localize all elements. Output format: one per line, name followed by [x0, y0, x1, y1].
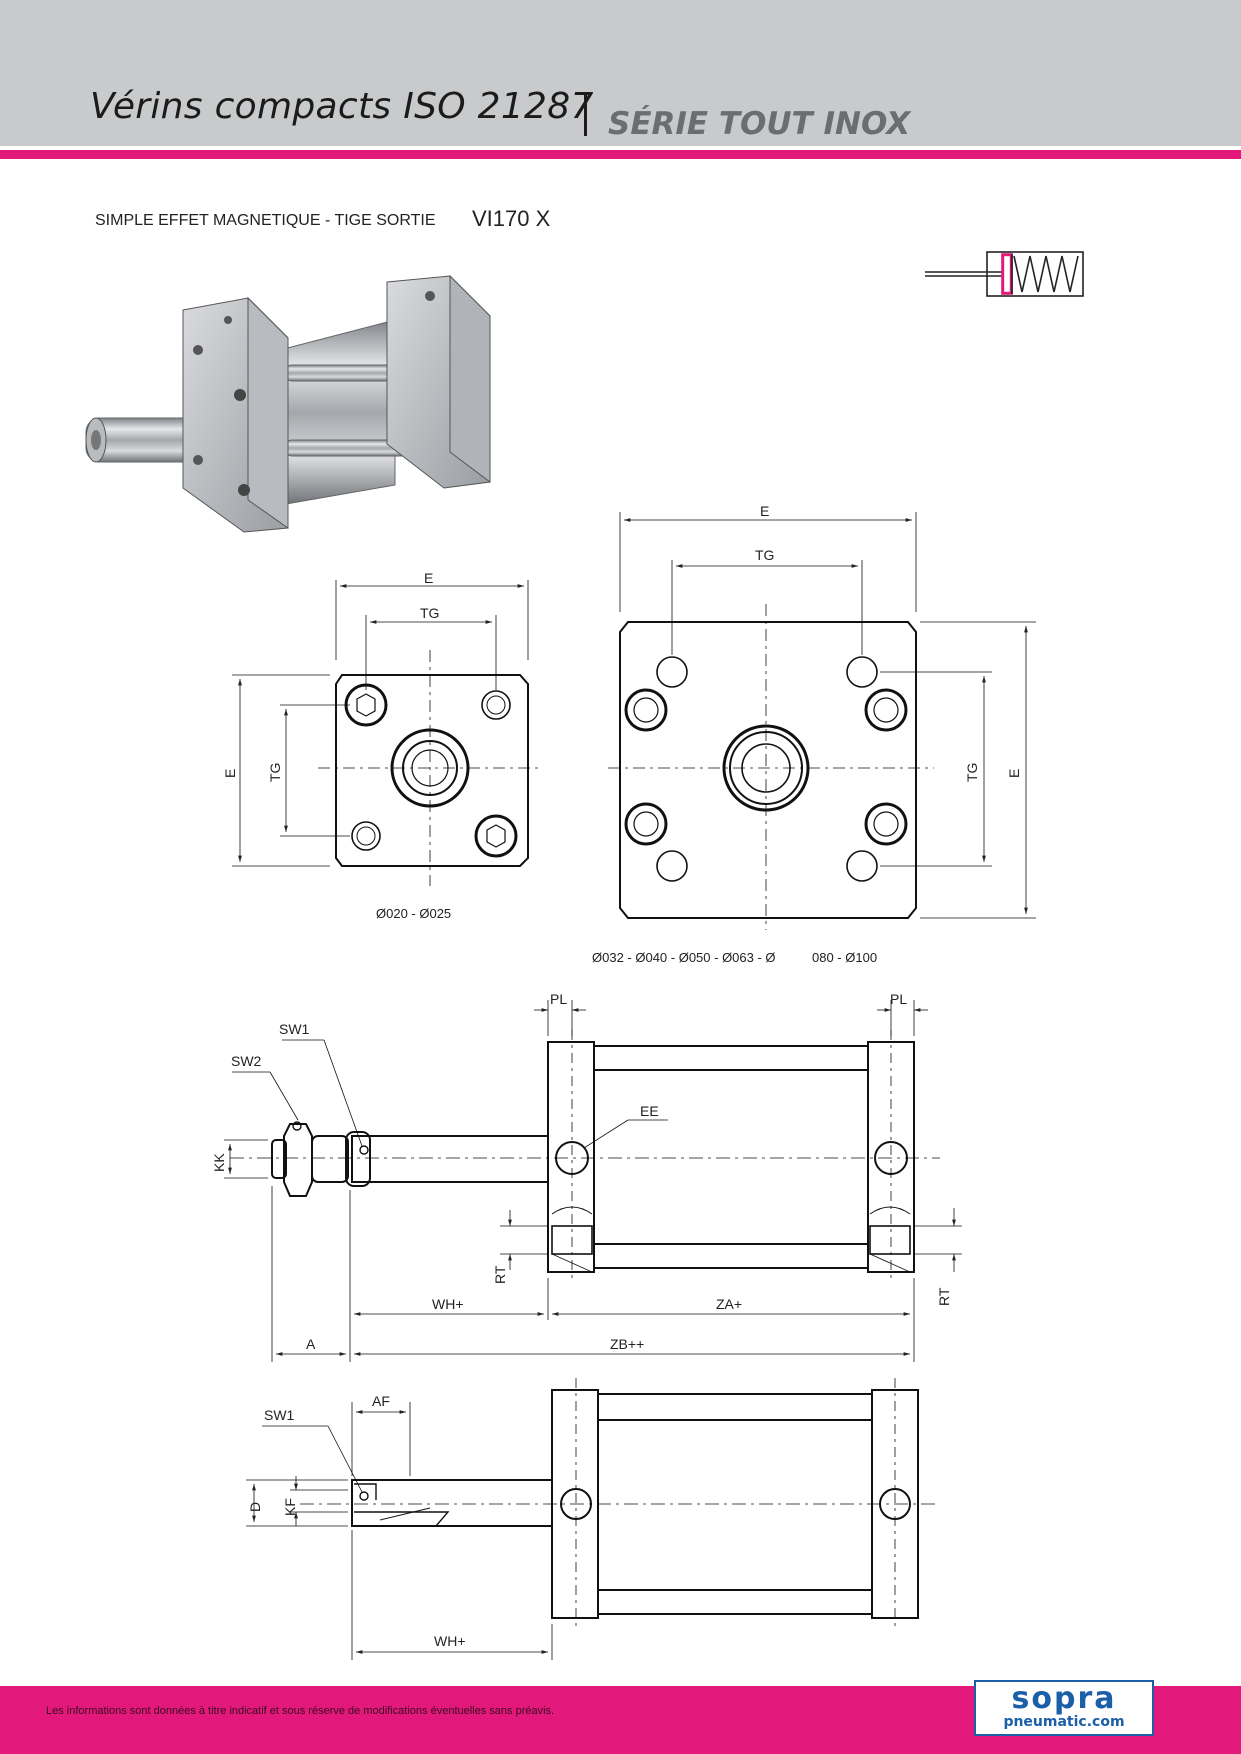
logo-url: pneumatic.com [1003, 1714, 1125, 1730]
label-rt-right: RT [936, 1287, 952, 1306]
label-af: AF [372, 1393, 390, 1409]
footer-disclaimer: Les informations sont données à titre in… [46, 1705, 555, 1717]
label-ee: EE [640, 1103, 659, 1119]
label-pl-left: PL [550, 991, 567, 1007]
dim-tg-top-small: TG [420, 605, 439, 621]
label-pl-right: PL [890, 991, 907, 1007]
label-d: D [247, 1502, 263, 1512]
caption-large-bores-left: Ø032 - Ø040 - Ø050 - Ø063 - Ø [592, 950, 776, 965]
dim-e-top-small: E [424, 570, 433, 586]
label-sw1-secondary: SW1 [264, 1407, 295, 1423]
label-rt-left: RT [492, 1265, 508, 1284]
caption-small-bores: Ø020 - Ø025 [376, 906, 452, 921]
cylinder-photo [85, 274, 491, 533]
label-kk: KK [211, 1153, 227, 1172]
dim-tg-side-large: TG [964, 763, 980, 782]
dim-e-side-large: E [1006, 769, 1022, 778]
label-sw2: SW2 [231, 1053, 262, 1069]
page-title: Vérins compacts ISO 21287 [90, 86, 594, 127]
side-view-secondary [246, 1378, 940, 1660]
dim-e-top-large: E [760, 503, 769, 519]
label-sw1: SW1 [279, 1021, 310, 1037]
side-view-main [224, 1000, 962, 1362]
label-wh: WH+ [432, 1296, 464, 1312]
label-a: A [306, 1336, 316, 1352]
product-model: VI170 X [472, 206, 551, 231]
product-subtitle: SIMPLE EFFET MAGNETIQUE - TIGE SORTIE [95, 212, 436, 229]
dim-e-side-small: E [222, 769, 238, 778]
label-zb: ZB++ [610, 1336, 644, 1352]
series-title: SÉRIE TOUT INOX [608, 106, 911, 142]
pneumatic-symbol [925, 251, 1084, 297]
dim-tg-side-small: TG [267, 763, 283, 782]
page-header [0, 0, 1241, 146]
label-za: ZA+ [716, 1296, 742, 1312]
title-separator [584, 92, 587, 136]
sopra-logo: sopra pneumatic.com [974, 1680, 1154, 1736]
logo-wordmark: sopra [1011, 1681, 1117, 1716]
caption-large-bores-right: 080 - Ø100 [812, 950, 878, 965]
label-kf: KF [282, 1498, 298, 1516]
label-wh-secondary: WH+ [434, 1633, 466, 1649]
dim-tg-top-large: TG [755, 547, 774, 563]
front-view-small [232, 580, 538, 886]
front-view-large [608, 512, 1036, 930]
header-accent-line [0, 150, 1241, 159]
